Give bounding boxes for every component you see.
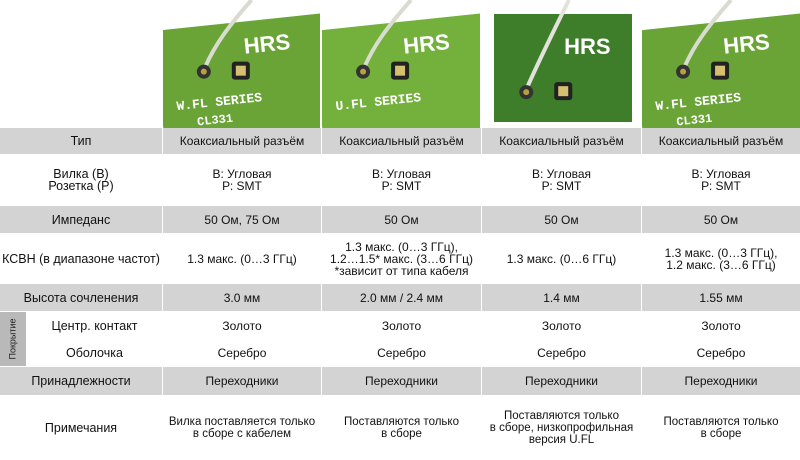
connector-pin xyxy=(680,68,687,75)
cell-impedance: 50 Ом xyxy=(322,206,481,233)
plating-side-bar xyxy=(0,312,26,366)
cell-impedance: 50 Ом xyxy=(482,206,641,233)
brand-logo-text: HRS xyxy=(722,29,771,59)
cell-vswr: 1.3 макс. (0…3 ГГц) xyxy=(163,234,321,283)
receptacle-contact xyxy=(395,65,406,76)
cell-accessories: Переходники xyxy=(482,367,641,395)
coax-cable xyxy=(524,0,571,91)
row-label-impedance: Импеданс xyxy=(0,206,162,233)
brand-logo-text: HRS xyxy=(243,29,292,59)
pcb-board xyxy=(163,12,320,128)
cell-accessories: Переходники xyxy=(322,367,481,395)
connector-pin xyxy=(523,89,530,96)
connector-pin xyxy=(200,68,207,75)
pcb-board-group xyxy=(642,12,800,128)
cell-type: Коаксиальный разъём xyxy=(322,128,481,154)
row-label-shell: Оболочка xyxy=(27,339,162,366)
receptacle-contact xyxy=(558,86,569,97)
receptacle-contact xyxy=(235,65,246,76)
code-label-text: CL331 xyxy=(676,112,713,128)
cell-type: Коаксиальный разъём xyxy=(482,128,641,154)
cell-impedance: 50 Ом xyxy=(642,206,800,233)
cell-shell: Серебро xyxy=(322,339,481,366)
row-label-height: Высота сочленения xyxy=(0,284,162,311)
cell-vswr: 1.3 макс. (0…3 ГГц),1.2 макс. (3…6 ГГц) xyxy=(642,234,800,283)
cell-vswr: 1.3 макс. (0…3 ГГц),1.2…1.5* макс. (3…6 … xyxy=(322,234,481,283)
cell-shell: Серебро xyxy=(482,339,641,366)
cell-height: 1.4 мм xyxy=(482,284,641,311)
code-label-text: CL331 xyxy=(196,112,233,128)
product-photo-drawing: HRS xyxy=(482,0,640,128)
cell-vswr: 1.3 макс. (0…6 ГГц) xyxy=(482,234,641,283)
cell-height: 2.0 мм / 2.4 мм xyxy=(322,284,481,311)
pcb-board-group xyxy=(494,14,632,122)
row-label-type: Тип xyxy=(0,128,162,154)
coax-cable xyxy=(682,0,733,68)
row-label-plug: Вилка (В)Розетка (Р) xyxy=(0,155,162,205)
receptacle-contact xyxy=(715,65,726,76)
cell-type: Коаксиальный разъём xyxy=(642,128,800,154)
cell-accessories: Переходники xyxy=(642,367,800,395)
product-photo: HRS xyxy=(482,0,640,128)
row-label-notes: Примечания xyxy=(0,396,162,460)
pcb-board-group xyxy=(163,12,320,128)
cell-height: 1.55 мм xyxy=(642,284,800,311)
cell-type: Коаксиальный разъём xyxy=(163,128,321,154)
row-label-vswr: КСВН (в диапазоне частот) xyxy=(0,234,162,283)
pcb-board xyxy=(642,12,800,128)
cell-center-contact: Золото xyxy=(163,312,321,339)
pcb-board-group xyxy=(322,12,480,128)
pcb-board xyxy=(322,12,480,128)
cell-center-contact: Золото xyxy=(642,312,800,339)
cell-height: 3.0 мм xyxy=(163,284,321,311)
brand-logo-text: HRS xyxy=(402,29,451,59)
cell-center-contact: Золото xyxy=(482,312,641,339)
pcb-board xyxy=(494,14,632,122)
row-label-accessories: Принадлежности xyxy=(0,367,162,395)
connector-pin xyxy=(360,68,367,75)
row-label-center-contact: Центр. контакт xyxy=(27,312,162,339)
brand-logo-text: HRS xyxy=(564,34,610,59)
plating-side-label: Покрытие xyxy=(8,318,19,360)
cell-center-contact: Золото xyxy=(322,312,481,339)
coax-cable xyxy=(203,0,254,68)
cell-shell: Серебро xyxy=(163,339,321,366)
cell-impedance: 50 Ом, 75 Ом xyxy=(163,206,321,233)
cell-accessories: Переходники xyxy=(163,367,321,395)
cell-shell: Серебро xyxy=(642,339,800,366)
coax-cable xyxy=(362,0,413,68)
